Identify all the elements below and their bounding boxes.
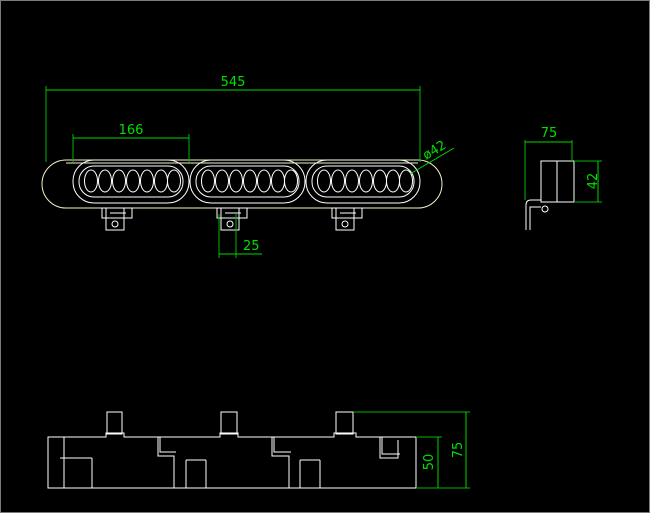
led-module-1 <box>72 159 190 204</box>
side-bracket <box>525 199 541 230</box>
lens-icon <box>345 169 359 193</box>
led-module-2 <box>189 159 306 204</box>
lens-icon <box>359 169 373 193</box>
lens-icon <box>154 169 168 193</box>
dim-side-height: 42 <box>574 160 602 203</box>
module-inner <box>78 165 184 198</box>
lens-icon <box>243 169 257 193</box>
lens-icon <box>399 169 413 193</box>
housing-outline <box>41 159 443 209</box>
dim-bracket-spacing-label: 25 <box>243 239 260 254</box>
lens-icon <box>257 169 271 193</box>
dim-bottom-total-label: 75 <box>451 442 466 459</box>
lens-icon <box>201 169 215 193</box>
module-inner <box>195 165 300 198</box>
dim-side-height-label: 42 <box>586 173 601 190</box>
dim-bottom-total: 75 <box>354 411 470 488</box>
dim-overall-length-label: 545 <box>221 75 246 90</box>
dim-overall-length: 545 <box>45 75 421 162</box>
lens-icon <box>140 169 154 193</box>
lens-icon <box>284 169 298 193</box>
lens-icon <box>373 169 387 193</box>
module-outer <box>305 159 421 204</box>
lens-icon <box>167 169 181 193</box>
module-outer <box>189 159 306 204</box>
module-outer <box>72 159 190 204</box>
module-inner <box>311 165 415 198</box>
lens-icon <box>229 169 243 193</box>
led-module-3 <box>305 159 421 204</box>
dim-bottom-height: 50 <box>416 436 470 489</box>
mount-bracket-2 <box>216 207 248 231</box>
dim-module-length: 166 <box>72 123 190 162</box>
lens-icon <box>98 169 112 193</box>
lens-icon <box>84 169 98 193</box>
lens-icon <box>271 169 285 193</box>
front-view <box>41 159 443 231</box>
mount-bracket-3 <box>331 207 363 231</box>
lens-icon <box>317 169 331 193</box>
lens-icon <box>331 169 345 193</box>
bottom-view <box>47 411 417 489</box>
lens-icon <box>112 169 126 193</box>
lens-icon <box>126 169 140 193</box>
dim-side-depth-label: 75 <box>541 126 558 141</box>
lens-icon <box>386 169 400 193</box>
dim-lens-diameter: ø42 <box>409 138 455 175</box>
side-view <box>525 160 575 230</box>
mount-bracket-1 <box>101 207 133 231</box>
dim-bottom-height-label: 50 <box>422 454 437 471</box>
dim-side-depth: 75 <box>524 126 573 200</box>
dim-module-length-label: 166 <box>119 123 144 138</box>
lens-icon <box>215 169 229 193</box>
dim-bracket-spacing: 25 <box>218 214 262 258</box>
